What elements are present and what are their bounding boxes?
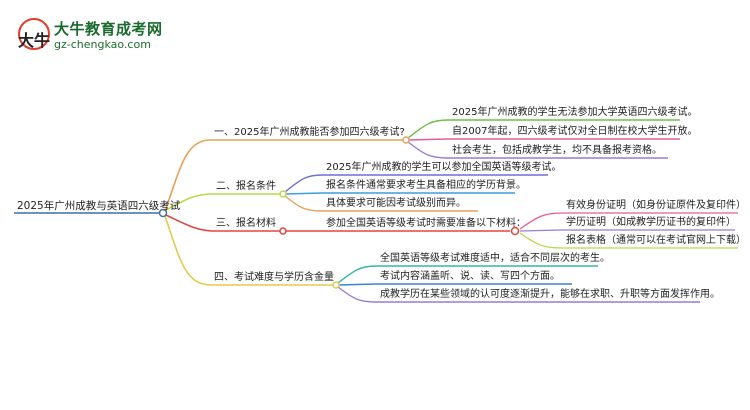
brand-logo: 大牛 大牛教育成考网 gz-chengkao.com xyxy=(14,16,164,56)
edge-b1-c3 xyxy=(407,141,449,159)
edge-b3-g1 xyxy=(519,212,563,230)
branch-3-child-1: 参加全国英语等级考试时需要准备以下材料： xyxy=(326,218,526,229)
edge-root-b2 xyxy=(165,193,213,211)
root-topic: 2025年广州成教与英语四六级考试 xyxy=(17,200,181,212)
edge-b4-c2 xyxy=(337,283,377,286)
branch-1-child-2: 自2007年起，四六级考试仅对全日制在校大学生开放。 xyxy=(452,126,698,137)
branch-3-grandchild-2: 学历证明（如成教学历证书的复印件） xyxy=(566,217,736,228)
edge-root-b4 xyxy=(164,215,211,286)
branch-1-child-3: 社会考生，包括成教学生，均不具备报考资格。 xyxy=(452,145,662,156)
branch-2-child-1: 2025年广州成教的学生可以参加全国英语等级考试。 xyxy=(326,162,562,173)
branch-1-child-1: 2025年广州成教的学生无法参加大学英语四六级考试。 xyxy=(452,107,698,118)
logo-mark-text: 大牛 xyxy=(18,31,50,50)
edge-b2-c1 xyxy=(284,174,323,193)
branch-3-label: 三、报名材料 xyxy=(216,218,276,229)
brand-title: 大牛教育成考网 xyxy=(54,20,163,38)
branch-1-label: 一、2025年广州成教能否参加四六级考试? xyxy=(214,127,405,138)
edge-b2-c3 xyxy=(284,195,323,212)
edge-b2-c2 xyxy=(284,192,323,195)
edge-root-b3 xyxy=(165,214,213,232)
b2-node xyxy=(279,190,287,198)
branch-4-child-2: 考试内容涵盖听、说、读、写四个方面。 xyxy=(380,271,560,282)
branch-4-child-1: 全国英语等级考试难度适中，适合不同层次的考生。 xyxy=(380,253,610,264)
edge-b3-g3 xyxy=(519,232,563,249)
branch-2-child-3: 具体要求可能因考试级别而异。 xyxy=(326,198,466,209)
edge-b3-g2 xyxy=(519,229,563,232)
edge-b1-c2 xyxy=(407,138,449,141)
b4-node xyxy=(332,281,340,289)
root-node xyxy=(158,208,168,218)
edge-b4-c3 xyxy=(337,286,377,303)
edge-root-b1 xyxy=(164,139,211,212)
branch-4-label: 四、考试难度与学历含金量 xyxy=(214,272,334,283)
b1-node xyxy=(402,136,410,144)
brand-url: gz-chengkao.com xyxy=(54,38,151,51)
branch-4-child-3: 成教学历在某些领域的认可度逐渐提升，能够在求职、升职等方面发挥作用。 xyxy=(380,289,720,300)
c3-1-node xyxy=(510,226,520,236)
edge-b1-c1 xyxy=(407,119,449,139)
branch-2-label: 二、报名条件 xyxy=(216,181,276,192)
branch-2-child-2: 报名条件通常要求考生具备相应的学历背景。 xyxy=(326,180,526,191)
b3-node xyxy=(279,227,287,235)
ox-logo-icon: 大牛 xyxy=(18,18,50,50)
branch-3-grandchild-1: 有效身份证明（如身份证原件及复印件） xyxy=(566,200,746,211)
branch-3-grandchild-3: 报名表格（通常可以在考试官网上下载） xyxy=(566,235,746,246)
edge-b4-c1 xyxy=(337,265,377,284)
